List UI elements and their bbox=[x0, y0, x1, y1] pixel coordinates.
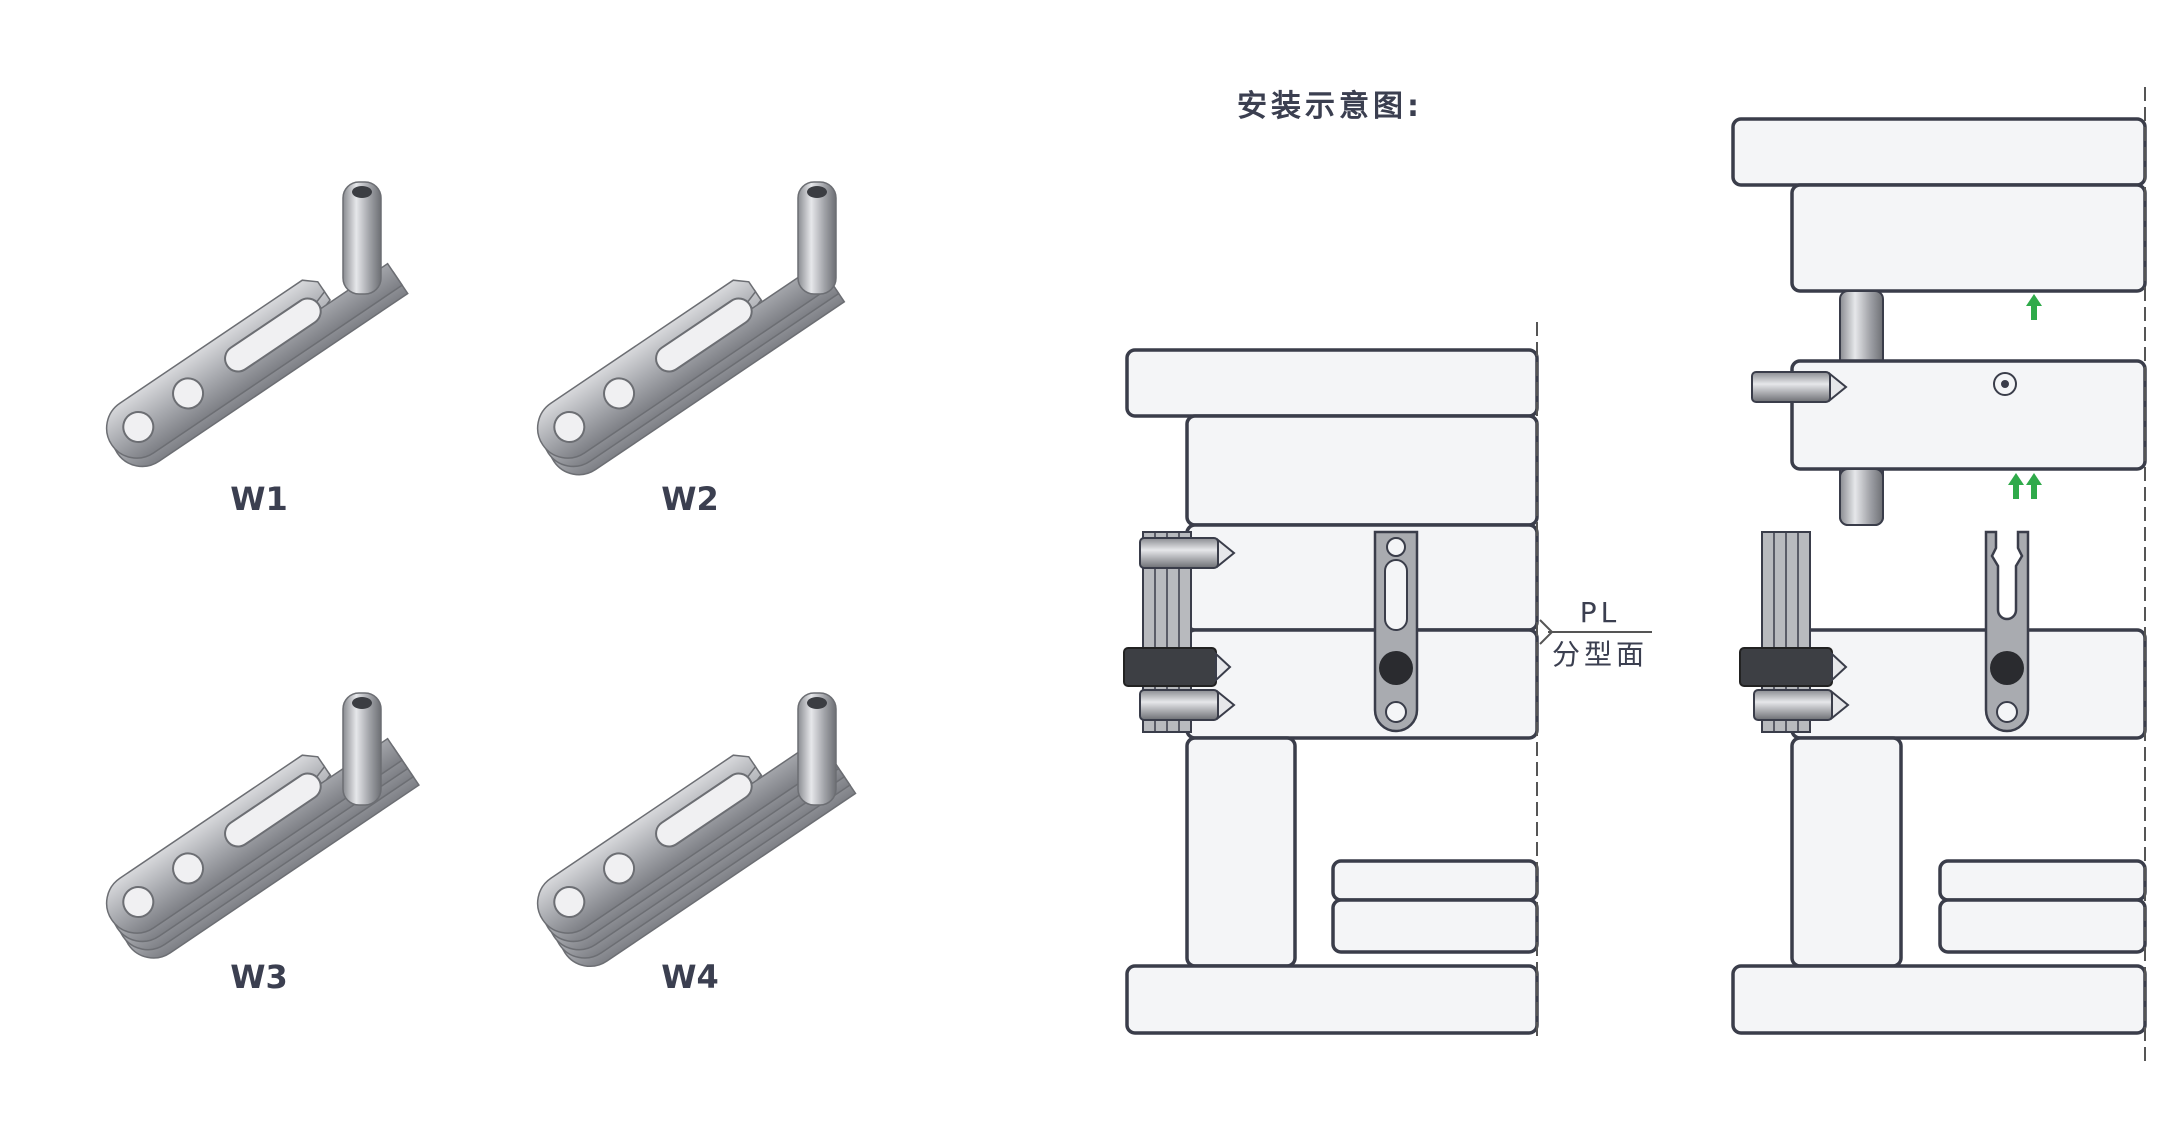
pin-w1 bbox=[342, 181, 382, 295]
screw bbox=[1139, 537, 1235, 569]
mold-open bbox=[1731, 87, 2147, 1064]
arrow-up-icon bbox=[2026, 473, 2042, 499]
pin-w2 bbox=[797, 181, 837, 295]
mold-closed bbox=[1123, 322, 1539, 1036]
parting-line-name: 分型面 bbox=[1552, 638, 1648, 671]
part-label-w2: W2 bbox=[661, 480, 719, 518]
cavity-plate bbox=[1790, 183, 2147, 293]
b-plate bbox=[1790, 628, 2147, 740]
plate-screw-mark bbox=[1993, 372, 2017, 396]
bolt-tip bbox=[1215, 651, 1232, 683]
ejector-plate bbox=[1331, 898, 1539, 954]
part-w3: W3 bbox=[94, 692, 420, 996]
part-w2: W2 bbox=[525, 181, 846, 518]
pin-w3 bbox=[342, 692, 382, 806]
cavity-plate bbox=[1185, 414, 1539, 527]
part-label-w4: W4 bbox=[661, 958, 719, 996]
latch-lever bbox=[1373, 530, 1419, 733]
floating-plate bbox=[1790, 359, 2147, 471]
latch-lever bbox=[1984, 530, 2030, 733]
lever-plate-w2 bbox=[525, 234, 846, 488]
support-block bbox=[1185, 736, 1297, 968]
installation-title: 安装示意图: bbox=[1237, 89, 1423, 124]
ejector-retainer-plate bbox=[1938, 859, 2147, 902]
bolt-head bbox=[1123, 647, 1217, 687]
part-w4: W4 bbox=[525, 692, 857, 996]
screw bbox=[1751, 371, 1847, 403]
screw bbox=[1139, 689, 1235, 721]
top-clamp-plate bbox=[1125, 348, 1539, 418]
bolt-head bbox=[1739, 647, 1833, 687]
parting-line-label: PL 分型面 bbox=[1539, 596, 1652, 671]
ejector-retainer-plate bbox=[1331, 859, 1539, 902]
top-clamp-plate bbox=[1731, 117, 2147, 187]
part-label-w3: W3 bbox=[230, 958, 288, 996]
ejector-plate bbox=[1938, 898, 2147, 954]
bolt-tip bbox=[1831, 651, 1848, 683]
part-label-w1: W1 bbox=[230, 480, 288, 518]
pin-w4 bbox=[797, 692, 837, 806]
a-plate bbox=[1185, 523, 1539, 632]
arrow-up-icon bbox=[2008, 473, 2024, 499]
bottom-clamp-plate bbox=[1125, 964, 1539, 1035]
parting-line-abbr: PL bbox=[1580, 596, 1620, 629]
bottom-clamp-plate bbox=[1731, 964, 2147, 1035]
arrow-up-icon bbox=[2026, 294, 2042, 320]
pull-pin-tip bbox=[1839, 468, 1884, 526]
screw bbox=[1753, 689, 1849, 721]
part-w1: W1 bbox=[94, 181, 409, 518]
support-block bbox=[1790, 736, 1903, 968]
b-plate bbox=[1185, 628, 1539, 740]
